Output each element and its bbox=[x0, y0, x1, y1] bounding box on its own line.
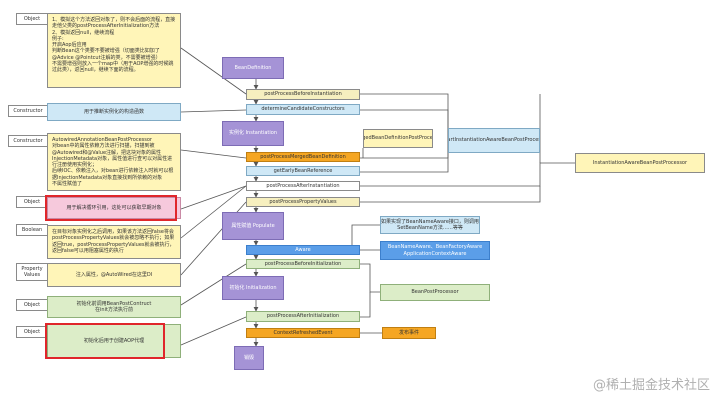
node-post-property-values: postProcessPropertyValues bbox=[246, 197, 360, 207]
node-initialization: 初始化 Initialization bbox=[222, 276, 284, 300]
tag-constructor-1: Constructor bbox=[8, 105, 48, 117]
node-get-early-reference: getEarlyBeanReference bbox=[246, 166, 360, 176]
tag-constructor-2: Constructor bbox=[8, 135, 48, 147]
node-post-after-initialization: postProcessAfterInitialization bbox=[246, 311, 360, 322]
tag-object-lower: Object bbox=[16, 299, 48, 311]
node-post-after-instantiation: postProcessAfterInstantiation bbox=[246, 181, 360, 191]
node-publish-event: 发布事件 bbox=[382, 327, 436, 339]
node-instantiation-aware-bpp: InstantiationAwareBeanPostProcessor bbox=[575, 153, 705, 173]
note-before-instantiation: 1、模拟这个方法返回对象了，则不会后面的流程，直接走他父类的postProces… bbox=[47, 13, 181, 88]
tag-object-top: Object bbox=[16, 13, 48, 25]
node-post-before-instantiation: postProcessBeforeInstantiation bbox=[246, 89, 360, 100]
node-aware: Aware bbox=[246, 245, 360, 255]
note-merged-definition: AutowiredAnnotationBeanPostProcessor 对be… bbox=[47, 133, 181, 191]
note-early-reference: 用于解决循环引用，这处可以获取早期对象 bbox=[47, 197, 181, 219]
node-aware-interfaces: BeanNameAware、BeanFactoryAware Applicati… bbox=[380, 241, 490, 260]
node-merged-bd-post-processor: MergedBeanDefinitionPostProcessor bbox=[363, 129, 433, 148]
note-before-initialization: 初始化前调用BeanPostContruct 在init方法执行前 bbox=[47, 296, 181, 318]
tag-property-values: Property Values bbox=[16, 263, 48, 281]
node-determine-constructors: determineCandidateConstructors bbox=[246, 104, 360, 115]
node-smart-instantiation-aware: SmartInstantiationAwareBeanPostProcessor bbox=[448, 128, 540, 153]
node-populate: 属性赋值 Populate bbox=[222, 212, 284, 240]
node-bean-definition: BeanDefinition bbox=[222, 57, 284, 79]
node-destroy: 销毁 bbox=[234, 346, 264, 370]
note-aware-call: 如果实现了BeanNameAware接口，则调用SetBeanName方法……等… bbox=[380, 216, 480, 234]
node-instantiation: 实例化 Instantiation bbox=[222, 121, 284, 146]
highlight-aop-proxy bbox=[45, 323, 165, 359]
tag-object-bottom: Object bbox=[16, 326, 48, 338]
note-after-instantiation: 在目标对象实例化之后调用，如果该方法返回false将会postProcessPr… bbox=[47, 225, 181, 259]
note-aop-proxy: 初始化后用于创建AOP代理 bbox=[47, 324, 181, 358]
note-property-values: 注入属性，@AutoWired在这里DI bbox=[47, 263, 181, 287]
node-post-merged-definition: postProcessMergedBeanDefinition bbox=[246, 152, 360, 162]
highlight-early-reference bbox=[45, 195, 177, 221]
watermark: @稀土掘金技术社区 bbox=[592, 378, 710, 393]
note-constructor-choice: 用于推断实例化的构造函数 bbox=[47, 103, 181, 121]
tag-object-mid: Object bbox=[16, 196, 48, 208]
node-context-refreshed: ContextRefreshedEvent bbox=[246, 328, 360, 338]
node-bean-post-processor: BeanPostProcessor bbox=[380, 284, 490, 301]
tag-boolean: Boolean bbox=[16, 224, 48, 236]
node-post-before-initialization: postProcessBeforeInitialization bbox=[246, 259, 360, 269]
